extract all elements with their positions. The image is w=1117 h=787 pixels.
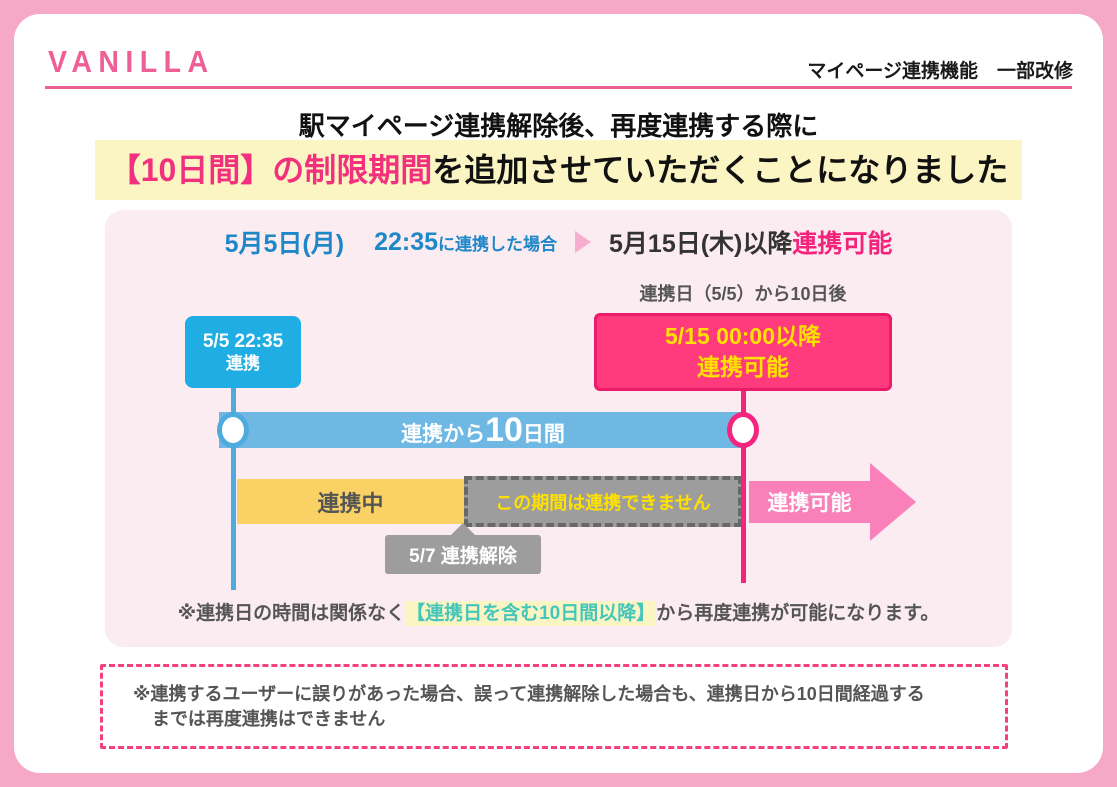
relink-event-datetime: 5/15 00:00以降: [665, 322, 821, 349]
available-period-arrow: 連携可能: [749, 481, 870, 523]
title-rest: を追加させていただくことになりました: [432, 152, 1009, 188]
page-title-line2: 【10日間】の制限期間を追加させていただくことになりました: [14, 140, 1103, 200]
unlink-callout: 5/7 連携解除: [385, 523, 541, 574]
linked-period-bar: 連携中: [237, 479, 464, 524]
page-title-highlight: 【10日間】の制限期間を追加させていただくことになりました: [94, 140, 1023, 200]
available-arrow-head-icon: [870, 463, 916, 541]
link-event-datetime: 5/5 22:35: [202, 330, 284, 352]
case-summary-row: 5月5日(月) 22:35 に連携した場合 5月15日(木)以降 連携可能: [105, 224, 1012, 260]
panel-note: ※連携日の時間は関係なく【連携日を含む10日間以降】から再度連携が可能になります…: [177, 601, 940, 626]
link-event-label: 連携: [226, 354, 260, 374]
footer-warning-box: ※連携するユーザーに誤りがあった場合、誤って連携解除した場合も、連携日から10日…: [100, 664, 1008, 749]
slide-card: VANILLA マイページ連携機能 一部改修 駅マイページ連携解除後、再度連携す…: [14, 14, 1103, 773]
relink-event-label: 連携可能: [697, 354, 789, 380]
brand-logo: VANILLA: [48, 44, 215, 79]
page-title-line1: 駅マイページ連携解除後、再度連携する際に: [298, 111, 819, 141]
case-result: 5月15日(木)以降 連携可能: [609, 230, 893, 258]
blocked-period-bar: この期間は連携できません: [464, 476, 742, 527]
header-divider: [45, 86, 1072, 89]
duration-start-marker: [217, 412, 249, 448]
right-arrow-icon: [575, 231, 592, 253]
ten-days-later-label: 連携日（5/5）から10日後: [639, 284, 847, 304]
link-date-vertical-line: [231, 388, 236, 590]
title-emphasis: 【10日間】の制限期間: [108, 152, 433, 188]
note-emphasis: 【連携日を含む10日間以降】: [405, 601, 657, 626]
header-subtitle: マイページ連携機能 一部改修: [807, 61, 1073, 82]
timeline-panel: 5月5日(月) 22:35 に連携した場合 5月15日(木)以降 連携可能 連携…: [105, 210, 1012, 647]
relink-event-box: 5/15 00:00以降 連携可能: [594, 313, 892, 391]
footer-warning-text: ※連携するユーザーに誤りがあった場合、誤って連携解除した場合も、連携日から10日…: [133, 684, 925, 730]
case-link-time: 22:35 に連携した場合: [374, 227, 558, 256]
relink-date-vertical-line: [741, 391, 746, 583]
link-event-box: 5/5 22:35 連携: [185, 316, 301, 388]
duration-end-marker: [727, 412, 759, 448]
case-link-date: 5月5日(月): [224, 230, 345, 258]
